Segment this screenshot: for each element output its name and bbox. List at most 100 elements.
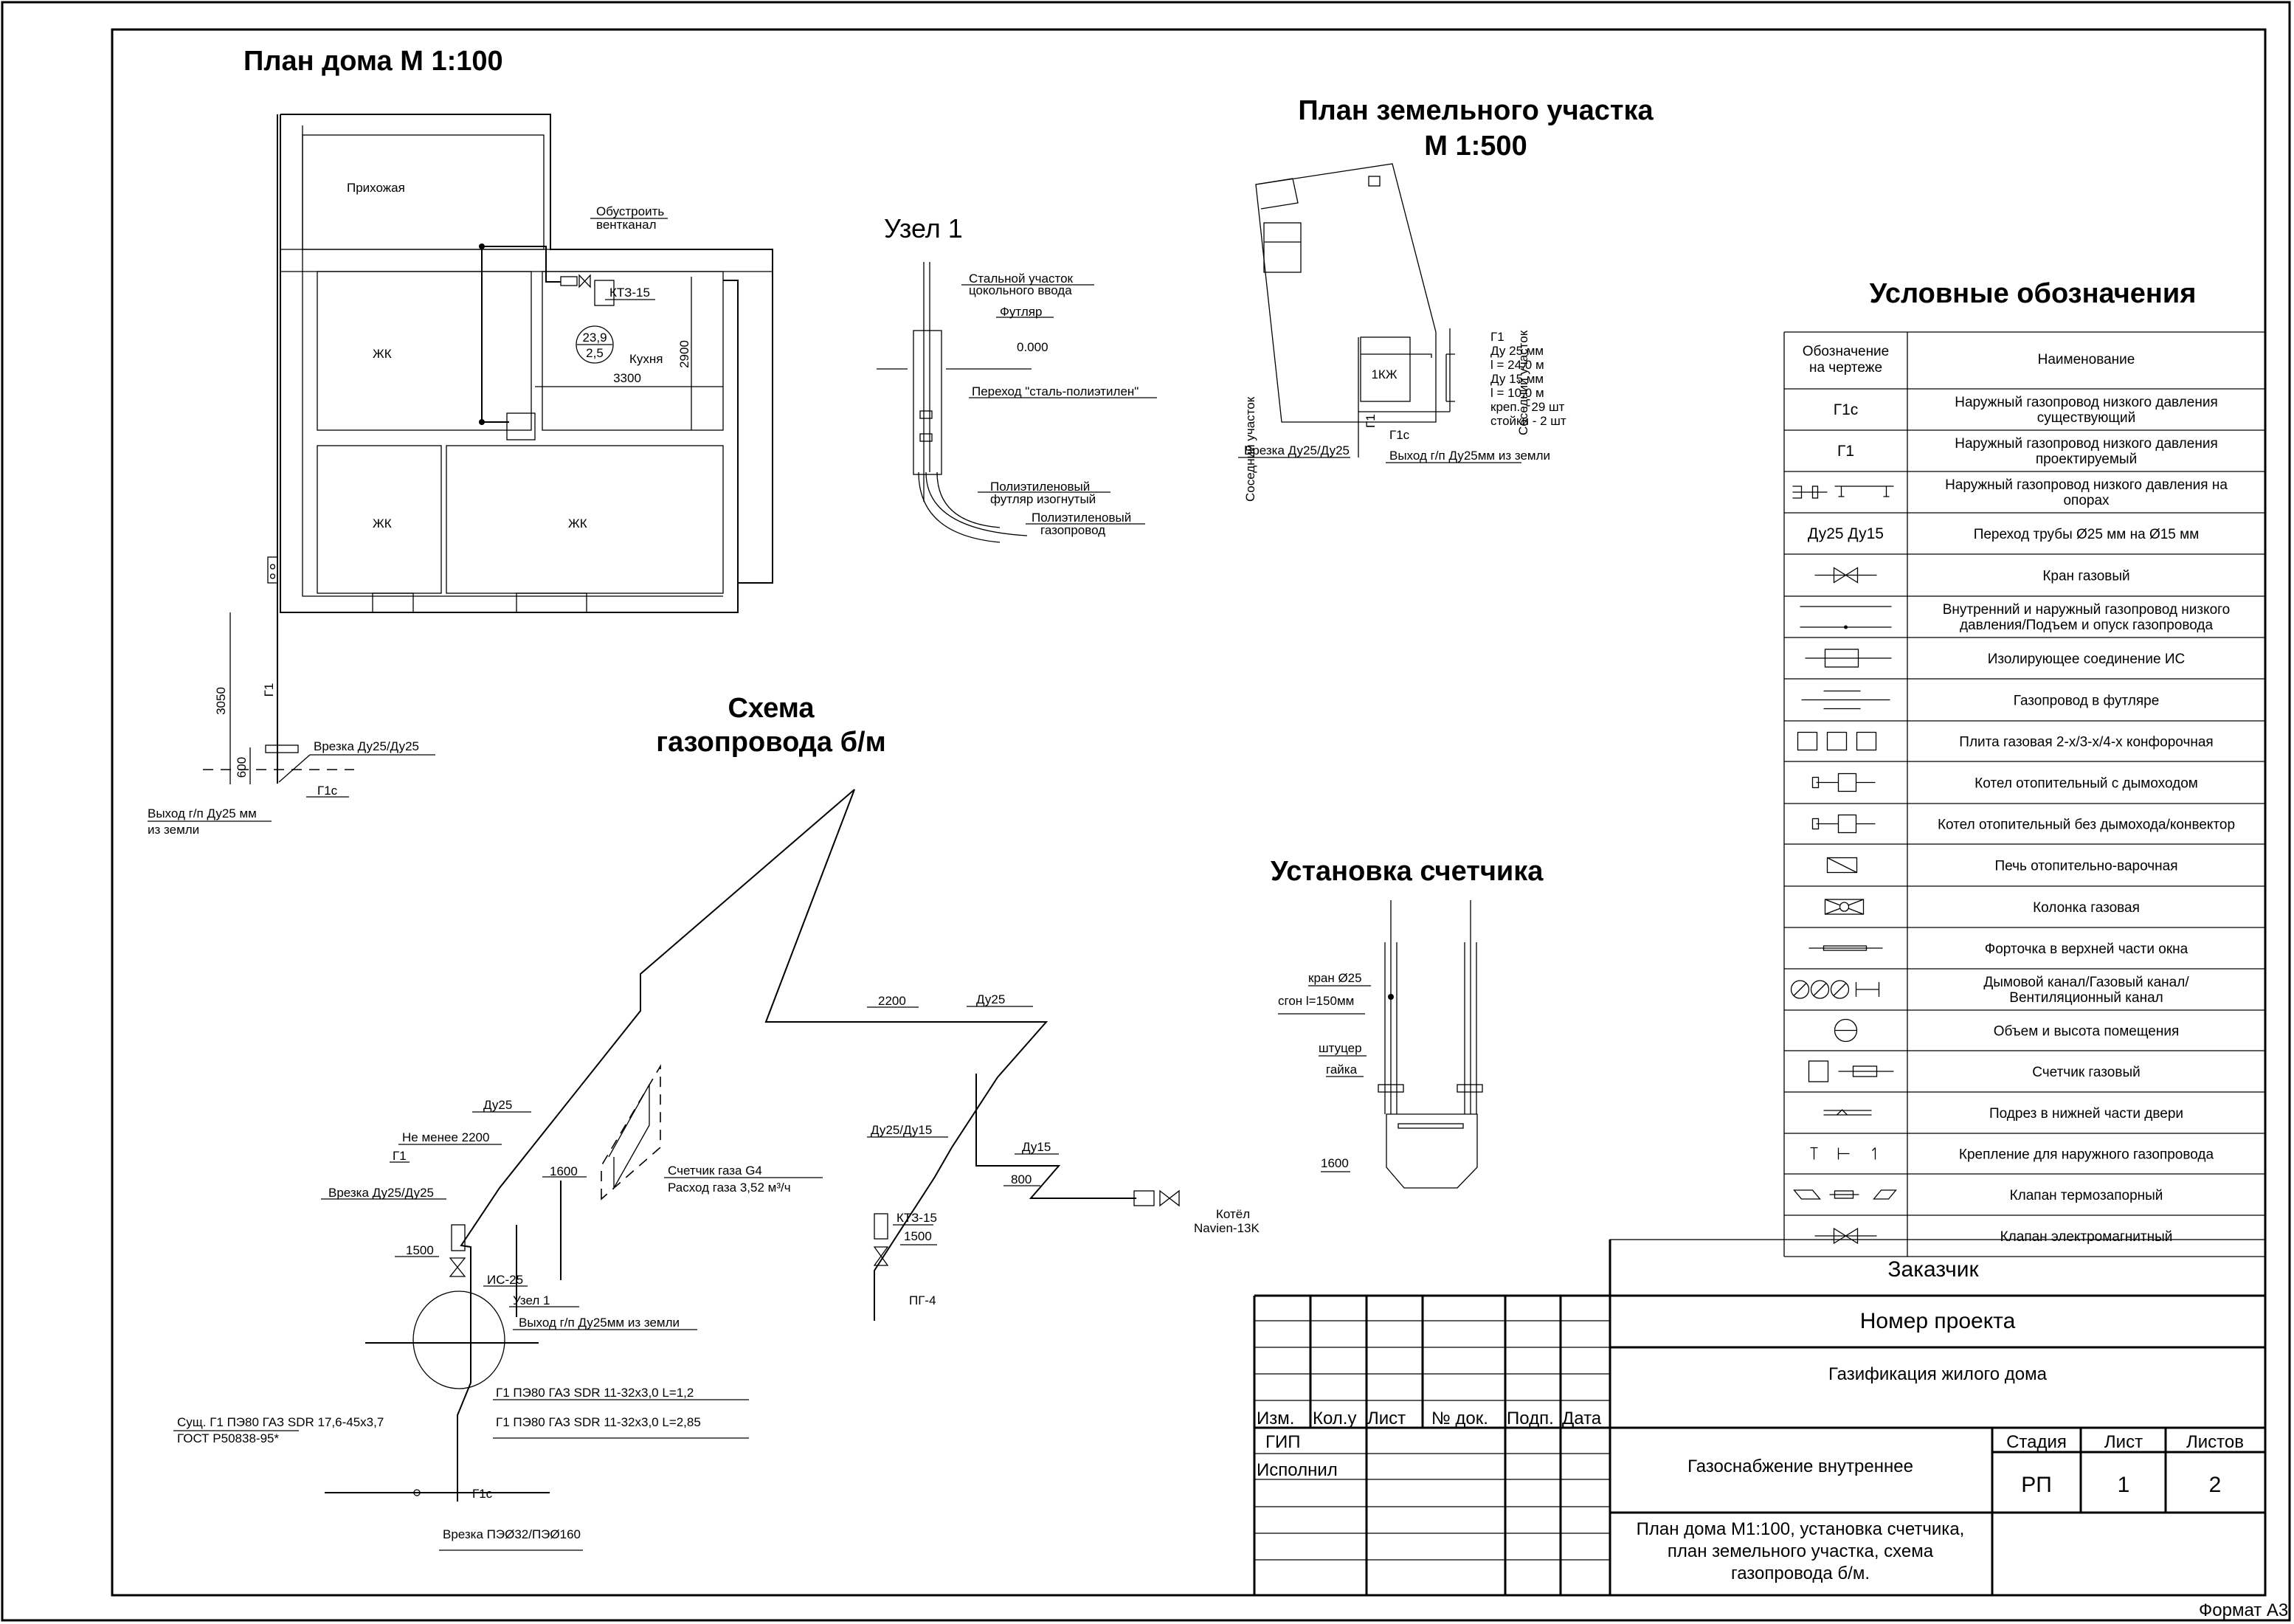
node1-label-pe-pipe-2: газопровод (1040, 523, 1105, 537)
legend-row-name: Котел отопительный без дымохода/конвекто… (1938, 818, 2235, 833)
tb-col-sheet: Лист (1367, 1409, 1406, 1428)
dim-depth: 2900 (677, 340, 691, 368)
legend-symbol-text: Г1 (1837, 443, 1854, 460)
tb-sheet-label: Лист (2104, 1432, 2143, 1452)
tb-section: Газоснабжение внутреннее (1687, 1457, 1913, 1476)
title-block: Заказчик Изм. Кол.у Лист № док. Подп. Да… (1253, 1239, 2288, 1620)
schema-boiler-1: Котёл (1216, 1207, 1250, 1221)
legend-row-name: Наружный газопровод низкого давления (1955, 436, 2217, 452)
legend-row-name: Вентиляционный канал (2009, 990, 2163, 1006)
sleeve (913, 330, 942, 475)
node1-callout (412, 1290, 505, 1389)
meter-install-title: Установка счетчика (1271, 856, 1544, 887)
schema-title-1: Схема (728, 693, 815, 724)
tb-stage-label: Стадия (2006, 1432, 2067, 1452)
tb-sheets-label: Листов (2186, 1432, 2244, 1452)
boiler-flue-icon (1811, 773, 1876, 792)
schema-du25-a: Ду25 (483, 1098, 512, 1112)
tb-sheet: 1 (2118, 1473, 2130, 1497)
tb-project-number: Номер проекта (1860, 1309, 2016, 1333)
site-building-label: 1КЖ (1371, 367, 1397, 381)
node1-label-transition: Переход "сталь-полиэтилен" (972, 384, 1139, 398)
window-vent-icon (1808, 945, 1883, 951)
channels-icon (1790, 980, 1880, 999)
house-outer-wall-left (280, 114, 739, 613)
schema-exist2: ГОСТ Р50838-95* (177, 1431, 279, 1445)
neighbor-left: Соседний участок (1243, 396, 1257, 502)
door-cut-icon (1823, 1109, 1872, 1116)
schema-h1500: 1500 (406, 1243, 434, 1257)
site-spec-4: Ду 15 мм (1490, 372, 1544, 386)
meter-icon (1808, 1060, 1894, 1082)
tb-format: Формат А3 (2199, 1600, 2288, 1620)
legend-row-name: Колонка газовая (2033, 900, 2140, 916)
solenoid-valve-icon (1814, 1227, 1877, 1245)
site-spec-7: стойки - 2 шт (1490, 414, 1566, 428)
oven-icon (1826, 857, 1858, 874)
house-plan: План дома М 1:100 Прихожая ЖК (148, 46, 773, 837)
supports-icon (1792, 486, 1894, 499)
schema-boiler-2: Navien-13K (1194, 1221, 1260, 1235)
is25-symbol (451, 1224, 466, 1251)
legend-row-name: Клапан термозапорный (2010, 1188, 2163, 1203)
meter-body (1386, 1113, 1478, 1189)
house-existing-label: Г1с (317, 784, 338, 798)
tb-sheet-title-3: газопровода б/м. (1731, 1563, 1870, 1583)
riser-height: 3050 (214, 687, 228, 715)
tb-col-change: Изм. (1257, 1409, 1294, 1428)
tb-stage: РП (2021, 1473, 2052, 1497)
legend-row-name: Клапан электромагнитный (2000, 1229, 2173, 1245)
boiler-symbol (594, 280, 615, 306)
legend-row-name: Крепление для наружного газопровода (1959, 1147, 2214, 1163)
inner-frame (111, 28, 2267, 1597)
legend-row-name: Внутренний и наружный газопровод низкого (1943, 602, 2231, 618)
legend-row-name: Плита газовая 2-х/3-х/4-х конфорочная (1959, 735, 2213, 750)
schema-exit: Выход г/п Ду25мм из земли (519, 1316, 680, 1330)
legend-row-name: Кран газовый (2042, 569, 2129, 584)
node1-title: Узел 1 (884, 213, 963, 243)
legend-row-name: Подрез в нижней части двери (1989, 1106, 2183, 1122)
schema-is25: ИС-25 (487, 1273, 523, 1287)
legend-row-name: давления/Подъем и опуск газопровода (1960, 618, 2213, 633)
legend-row-name: Изолирующее соединение ИС (1988, 652, 2185, 667)
vent-note-2: вентканал (596, 218, 657, 232)
legend-symbol-text: Ду25 Ду15 (1808, 525, 1884, 542)
legend-row-name: опорах (2063, 493, 2110, 508)
gas-schema: Схема газопровода б/м Ду25 Не менее 2200… (173, 693, 1260, 1551)
valve-icon (1814, 567, 1877, 584)
room-hallway (302, 134, 545, 250)
riser-depth: 600 (235, 757, 249, 778)
node1-label-steel-1: Стальной участок (969, 272, 1074, 286)
legend-row-name: Наружный газопровод низкого давления (1955, 395, 2217, 410)
meter-install: Установка счетчика кран Ø25 сгон l=150мм… (1271, 856, 1544, 1189)
volume-icon (1834, 1018, 1858, 1043)
tb-object: Газификация жилого дома (1828, 1364, 2048, 1384)
boiler-branch (975, 1074, 1136, 1199)
schema-h1600: 1600 (550, 1164, 578, 1178)
house-exit-label-1: Выход г/п Ду25 мм (148, 806, 257, 820)
site-spec-3: l = 24,0 м (1490, 358, 1544, 372)
tb-customer: Заказчик (1887, 1257, 1979, 1282)
fastener-icon (1810, 1147, 1876, 1160)
vent-note-1: Обустроить (596, 204, 664, 218)
room-label-living-2: ЖК (373, 516, 392, 531)
volume-icon (576, 325, 614, 364)
schema-ktz: КТЗ-15 (896, 1211, 937, 1225)
boiler-noflue-icon (1811, 814, 1876, 834)
legend-row-name: Счетчик газовый (2032, 1065, 2140, 1080)
schema-du25-15: Ду25/Ду15 (871, 1123, 932, 1137)
house-tap-label: Врезка Ду25/Ду25 (314, 739, 419, 753)
room-label-living-3: ЖК (568, 516, 587, 531)
room-label-kitchen: Кухня (629, 352, 663, 366)
riser-pipe-label: Г1 (262, 683, 276, 697)
site-pipe-label: Г1 (1364, 414, 1378, 428)
site-spec-1: Г1 (1490, 330, 1504, 344)
site-spec-6: креп. - 29 шт (1490, 400, 1565, 414)
schema-h1500b: 1500 (904, 1229, 932, 1243)
node1-label-sleeve: Футляр (1000, 305, 1042, 319)
room-label-hallway: Прихожая (347, 181, 405, 195)
tb-sheets: 2 (2209, 1473, 2222, 1497)
ktz-valve-symbol (560, 276, 578, 286)
meter-label-nipple: сгон l=150мм (1278, 994, 1354, 1008)
